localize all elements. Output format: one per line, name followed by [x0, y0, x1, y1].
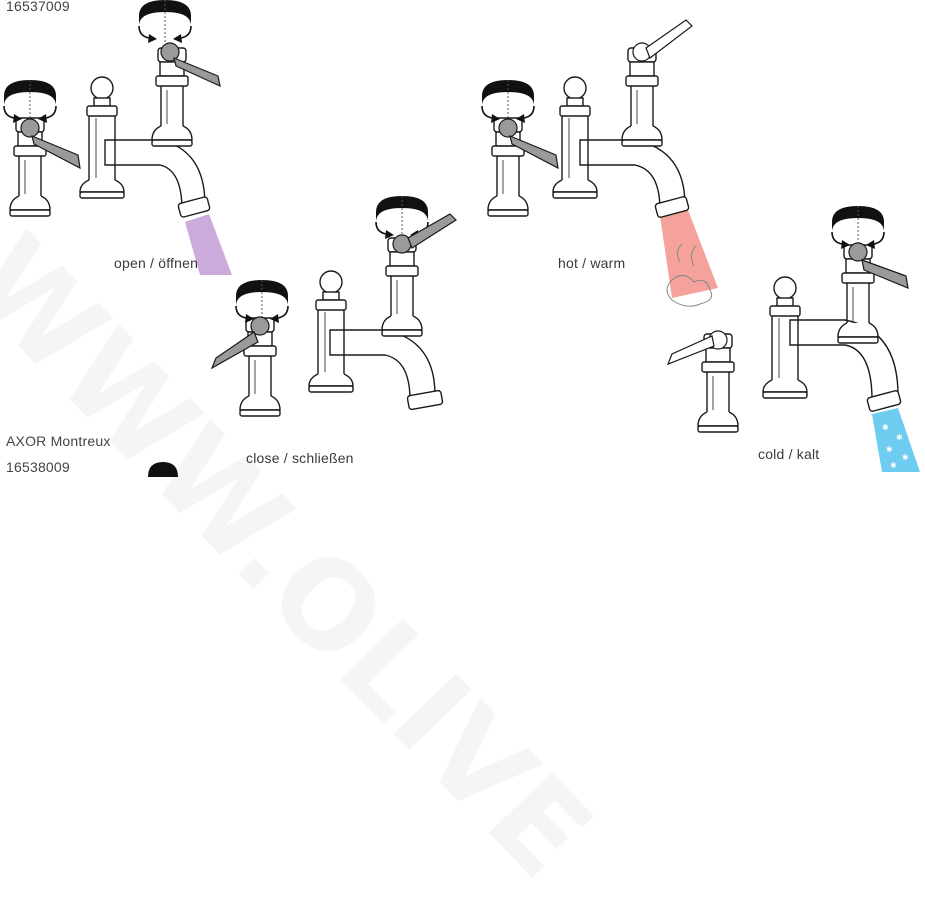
open-illustration — [4, 0, 232, 275]
close-illustration — [212, 196, 456, 416]
svg-text:✱: ✱ — [882, 423, 889, 432]
hot-label: hot / warm — [558, 255, 625, 271]
svg-text:✱: ✱ — [902, 453, 909, 462]
model-number-top: 16537009 — [6, 0, 70, 14]
lever-handle-icon — [646, 20, 692, 58]
brand-name: AXOR Montreux — [6, 433, 111, 449]
svg-text:✱: ✱ — [890, 461, 897, 470]
open-label: open / öffnen — [114, 255, 198, 271]
cold-label: cold / kalt — [758, 446, 819, 462]
partial-handle-icon — [148, 462, 178, 477]
close-label: close / schließen — [246, 450, 354, 466]
model-number-bottom: 16538009 — [6, 459, 70, 475]
svg-text:✱: ✱ — [896, 433, 903, 442]
faucet-operation-diagram: ✱✱ ✱✱ ✱ — [0, 0, 925, 477]
lever-handle-icon — [408, 214, 456, 248]
svg-text:✱: ✱ — [886, 445, 893, 454]
cold-illustration: ✱✱ ✱✱ ✱ — [668, 206, 920, 472]
